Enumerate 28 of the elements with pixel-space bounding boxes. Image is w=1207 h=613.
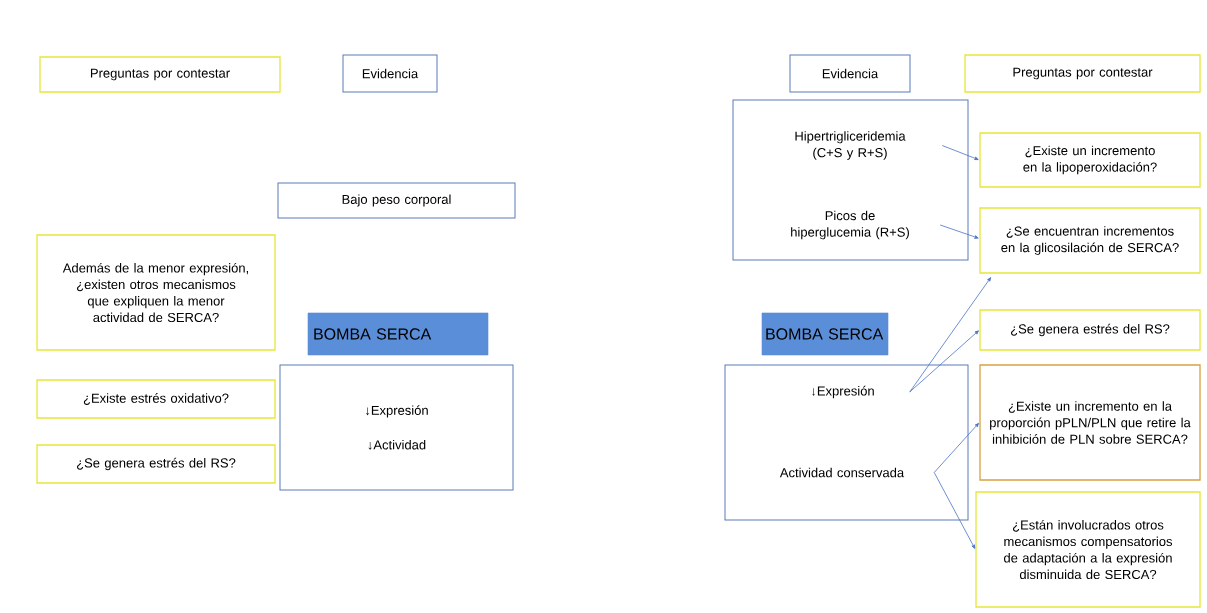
question-box: Preguntas por contestar	[964, 54, 1201, 93]
question-box: ¿Se encuentran incrementos en la glicosilación de SERCA?	[979, 207, 1201, 274]
evidence-text: ↓Expresión	[812, 385, 874, 399]
evidence-box: ↓Expresión ↓Actividad	[279, 364, 514, 491]
evidence-box: Evidencia	[342, 54, 438, 93]
question-box: ¿Están involucrados otros mecanismos compensatorios de adaptación a la expresión disminuida de SERCA?	[975, 491, 1201, 608]
question-box: Preguntas por contestar	[39, 56, 281, 93]
arrow	[933, 422, 979, 473]
question-box: ¿Se genera estrés del RS?	[36, 444, 276, 484]
evidence-text: Picos de hiperglucemia (R+S)	[791, 210, 909, 240]
arrow	[909, 330, 979, 393]
title-bar: BOMBA SERCA	[761, 312, 889, 356]
question-box: ¿Existe un incremento en la proporción pPLN/PLN que retire la inhibición de PLN sobre SERCA?	[979, 364, 1201, 481]
evidence-box	[724, 364, 969, 521]
arrow	[933, 472, 976, 549]
evidence-text: Hipertrigliceridemia (C+S y R+S)	[795, 131, 906, 160]
evidence-box: Bajo peso corporal	[277, 182, 516, 219]
question-box: Además de la menor expresión, ¿existen otros mecanismos que expliquen la menor actividad de SERCA?	[36, 234, 276, 351]
title-bar: BOMBA SERCA	[307, 312, 489, 356]
question-box: ¿Existe estrés oxidativo?	[36, 379, 276, 419]
arrow	[941, 145, 979, 160]
evidence-box	[732, 99, 969, 261]
evidence-box: Evidencia	[789, 54, 911, 93]
arrow	[939, 224, 979, 239]
question-box: ¿Se genera estrés del RS?	[979, 309, 1201, 351]
arrow	[909, 277, 992, 393]
evidence-text: Actividad conservada	[779, 467, 905, 478]
question-box: ¿Existe un incremento en la lipoperoxidación?	[979, 132, 1201, 188]
